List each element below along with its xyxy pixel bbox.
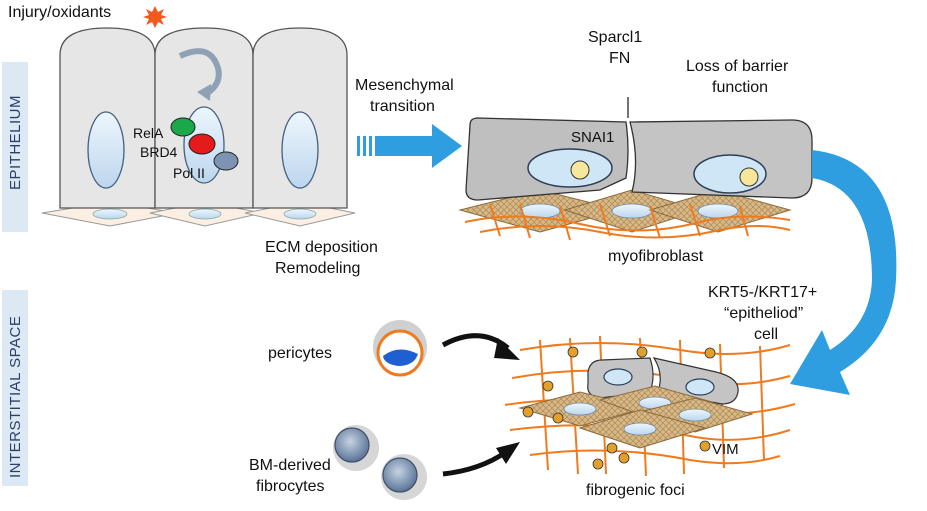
vim-label: VIM bbox=[712, 441, 739, 458]
injury-label: Injury/oxidants bbox=[8, 4, 111, 21]
myofibroblast-layer bbox=[458, 189, 792, 241]
epithelium-label: EPITHELIUM bbox=[7, 95, 24, 190]
loss-barrier-label-line1: Loss of barrier bbox=[686, 58, 789, 75]
pol2-dot bbox=[213, 151, 239, 171]
mesenchymal-label-line2: transition bbox=[370, 98, 435, 115]
transitioned-cells bbox=[465, 117, 813, 201]
ecm-label-line2: Remodeling bbox=[275, 260, 360, 277]
fibrogenic-foci-label: fibrogenic foci bbox=[586, 482, 685, 499]
interstitial-label: INTERSTITIAL SPACE bbox=[7, 316, 24, 478]
interstitial-side-bar: INTERSTITIAL SPACE bbox=[2, 290, 28, 486]
snai1-label: SNAI1 bbox=[571, 129, 614, 146]
rela-label: RelA bbox=[133, 125, 164, 141]
krt-label-line3: cell bbox=[754, 326, 778, 343]
bm-label-line1: BM-derived bbox=[249, 457, 331, 474]
brd4-label: BRD4 bbox=[140, 144, 178, 160]
injury-star-icon bbox=[143, 6, 167, 28]
epithelial-cells bbox=[59, 27, 348, 209]
pericyte-icon bbox=[373, 320, 427, 377]
rela-dot bbox=[170, 117, 196, 137]
sparcl1-label: Sparcl1 bbox=[588, 29, 642, 46]
mesenchymal-label-line1: Mesenchymal bbox=[355, 77, 454, 94]
fibrogenic-foci bbox=[504, 335, 796, 477]
epithelium-side-bar: EPITHELIUM bbox=[2, 62, 28, 232]
krt-label-line2: “epitheliod” bbox=[724, 305, 803, 322]
myofibroblast-label: myofibroblast bbox=[608, 248, 704, 265]
fibrocyte-icons bbox=[333, 425, 427, 500]
brd4-dot bbox=[188, 133, 216, 155]
fibrocyte-arrow-icon bbox=[442, 442, 520, 477]
fn-label: FN bbox=[609, 50, 630, 67]
ecm-label-line1: ECM deposition bbox=[265, 239, 378, 256]
bm-label-line2: fibrocytes bbox=[256, 478, 324, 495]
progression-arrow-icon bbox=[790, 150, 897, 395]
loss-barrier-label-line2: function bbox=[712, 79, 768, 96]
nuclear-translocation-arrow-icon bbox=[178, 48, 222, 101]
pericytes-label: pericytes bbox=[268, 345, 332, 362]
krt-label-line1: KRT5-/KRT17+ bbox=[708, 284, 817, 301]
pericyte-arrow-icon bbox=[441, 333, 520, 360]
mesenchymal-transition-arrow-icon bbox=[357, 124, 462, 168]
pol2-label: Pol II bbox=[173, 165, 205, 181]
